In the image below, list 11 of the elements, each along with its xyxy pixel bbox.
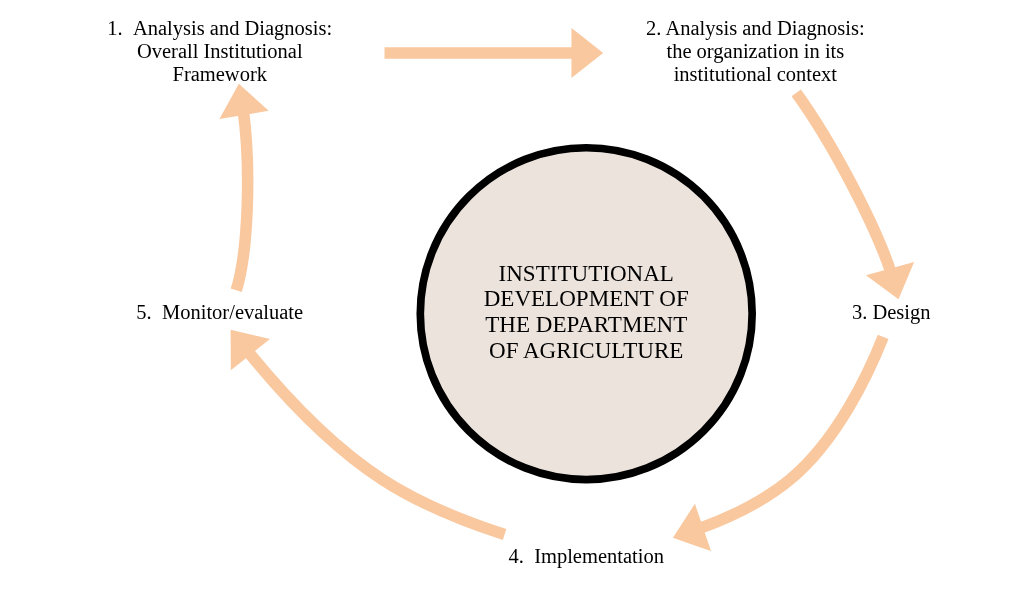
node-text: 5. Monitor/evaluate bbox=[136, 300, 304, 323]
arrow bbox=[384, 27, 604, 78]
arrow bbox=[672, 334, 889, 552]
node-text: 2. Analysis and Diagnosis: the organization in its institutional context bbox=[646, 16, 865, 85]
node-text: 3. Design bbox=[851, 300, 931, 323]
arrow bbox=[219, 83, 269, 292]
node-text: 1. Analysis and Diagnosis: Overall Institutional Framework bbox=[107, 16, 333, 85]
arrow bbox=[230, 329, 507, 541]
node-circle: INSTITUTIONAL DEVELOPMENT OF THE DEPARTMENT OF AGRICULTURE bbox=[416, 143, 756, 484]
node-text: 4. Implementation bbox=[508, 544, 664, 567]
arrow bbox=[791, 89, 915, 300]
